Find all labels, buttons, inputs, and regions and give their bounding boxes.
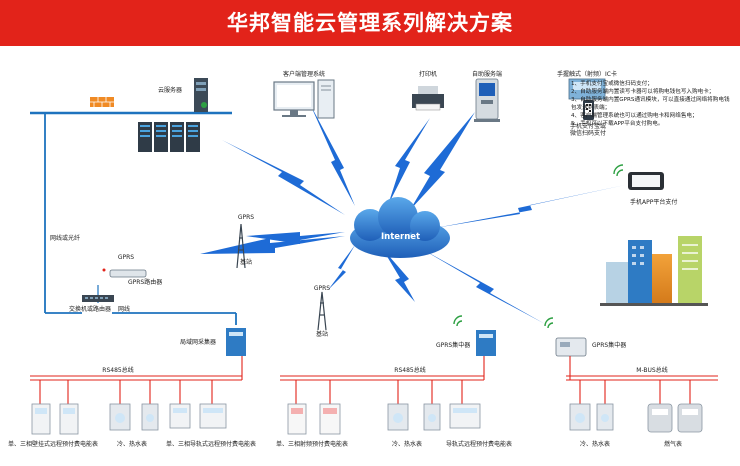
smartphone-icon <box>613 164 664 190</box>
gprs-concentrator-icon <box>453 315 496 356</box>
meters <box>31 403 703 435</box>
switch-icon <box>82 295 114 302</box>
kiosk-icon <box>474 78 500 122</box>
switch-label: 交换机或路由器 <box>68 306 112 313</box>
network-cable-label: 网线 <box>118 306 131 313</box>
card-reader-icon <box>568 78 606 100</box>
note-item: 2、自助服务端内置读写卡器可以将购电钱包写入购电卡； <box>571 89 715 95</box>
client-pc-icon <box>273 79 335 119</box>
meter-label: 导轨式远程预付费电能表 <box>446 441 513 448</box>
internet-cloud-icon <box>350 197 450 258</box>
connection-bolts <box>200 104 625 324</box>
gprs-tower-label-2: GPRS <box>313 285 331 292</box>
mobile-payment-icon <box>583 100 594 120</box>
mbus-bus <box>566 356 718 404</box>
mobile-pay-label: 手机支付宝或 微信扫码支付 <box>569 123 607 137</box>
network-collector-label: 局域网采集器 <box>180 339 217 346</box>
server-rack-icon <box>138 122 200 152</box>
network-bus <box>30 111 237 325</box>
meter-label: 冷、热水表 <box>392 441 423 448</box>
network-fiber-label: 网线或光纤 <box>50 235 81 242</box>
meter-label: 冷、热水表 <box>580 441 611 448</box>
note-item: 1、手机支付宝或微信扫码支付； <box>571 81 653 87</box>
note-item: 5、手机可以下载APP平台支付购电。 <box>571 121 664 127</box>
printer-label: 打印机 <box>418 71 438 78</box>
page-title: 华邦智能云管理系列解决方案 <box>227 11 513 35</box>
base-station-label-2: 基站 <box>315 331 329 338</box>
note-item: 3、自助服务端内置GPRS通讯模块，可以直接通过网络将购电钱包发送到表端； <box>571 97 730 111</box>
network-collector-icon <box>226 328 246 356</box>
mobile-app-label: 手机APP平台支付 <box>630 199 678 206</box>
gprs-tower-icon <box>236 223 327 331</box>
title-banner: 华邦智能云管理系列解决方案 <box>0 0 740 46</box>
rs485-bus-1 <box>30 356 243 404</box>
gprs-router-icon <box>102 268 147 278</box>
gprs-tower-label: GPRS <box>237 214 255 221</box>
note-item: 4、客户端管理系统也可以通过购电卡和网络售电； <box>571 113 698 119</box>
gprs-router-label: GPRS路由器 <box>128 279 163 286</box>
internet-label: Internet <box>381 232 421 242</box>
cloud-server-icon <box>194 78 208 112</box>
meter-label: 冷、热水表 <box>117 441 148 448</box>
client-system-label: 客户端管理系统 <box>282 71 326 78</box>
gprs-concentrator-icon-2 <box>544 317 587 357</box>
notes-list: 1、手机支付宝或微信扫码支付； 2、自助服务端内置读写卡器可以将购电钱包写入购电… <box>571 80 733 128</box>
rs485-bus-2 <box>280 356 485 404</box>
cloud-server-label: 云服务器 <box>157 87 183 94</box>
gprs-concentrator-label-2: GPRS集中器 <box>592 342 627 349</box>
buildings-icon <box>600 236 708 306</box>
meter-label: 燃气表 <box>664 441 683 448</box>
meter-label: 单、三相导轨式远程预付费电能表 <box>166 441 257 448</box>
meter-label: 单、三相壁挂式远程预付费电能表 <box>8 441 99 448</box>
rs485-label-1: RS485总线 <box>102 367 134 374</box>
base-station-label: 基站 <box>239 259 253 266</box>
gprs-router-title: GPRS <box>117 254 135 261</box>
meter-label: 单、三相射频预付费电能表 <box>276 441 349 448</box>
rs485-label-2: RS485总线 <box>394 367 426 374</box>
printer-icon <box>412 86 444 111</box>
firewall-icon <box>90 97 114 107</box>
handheld-label: 手握触式（射频）IC卡 <box>557 71 617 78</box>
gprs-concentrator-label: GPRS集中器 <box>436 342 471 349</box>
mbus-label: M-BUS总线 <box>636 367 668 374</box>
kiosk-label: 自助服务端 <box>471 71 503 78</box>
